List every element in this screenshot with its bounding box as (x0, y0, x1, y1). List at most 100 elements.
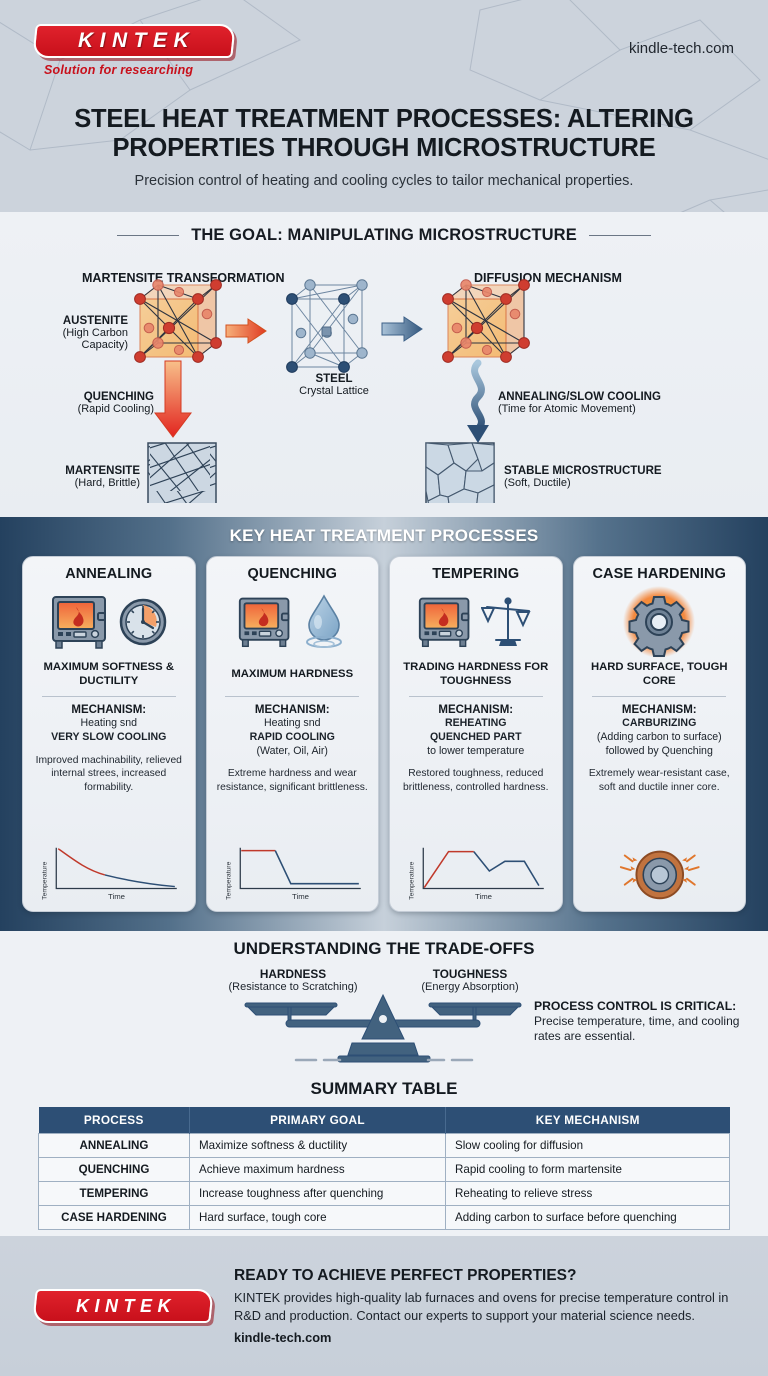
martensite-label: MARTENSITE (Hard, Brittle) (40, 465, 140, 489)
card-divider (225, 696, 360, 697)
card-goal: MAXIMUM HARDNESS (231, 667, 354, 680)
goal-section-header: THE GOAL: MANIPULATING MICROSTRUCTURE (30, 226, 738, 245)
card-description: Improved machinability, relieved interna… (35, 754, 182, 793)
mech-line-2: (Adding carbon to surface) (596, 730, 722, 743)
toughness-title: TOUGHNESS (432, 967, 508, 981)
footer-url[interactable]: kindle-tech.com (234, 1329, 332, 1345)
kintek-logo[interactable]: KINTEK Solution for researching (32, 24, 244, 77)
process-card-case-hardening[interactable]: CASE HARDENING (572, 556, 746, 912)
austenite-lattice-icon-right (442, 279, 530, 363)
col-key-mechanism: KEY MECHANISM (445, 1107, 730, 1134)
card-description: Restored toughness, reduced brittleness,… (403, 768, 549, 793)
steel-lattice-icon (286, 279, 368, 373)
quenching-arrow (154, 360, 192, 438)
clock-icon (119, 598, 166, 646)
mech-line-3: followed by Quenching (605, 744, 713, 757)
glowing-gear-icon (623, 586, 696, 658)
card-divider (408, 696, 543, 697)
furnace-icon (239, 597, 290, 648)
balance-scale-icon (480, 597, 531, 646)
header: KINTEK Solution for researching kindle-t… (0, 0, 768, 212)
process-card-annealing[interactable]: ANNEALING (22, 556, 196, 912)
tempering-cycle-chart: Temperature Time (409, 847, 544, 901)
water-drop-icon (306, 594, 343, 648)
hardness-label: HARDNESS (Resistance to Scratching) (198, 967, 388, 993)
chart-ylabel: Temperature (225, 861, 232, 899)
table-row: ANNEALING Maximize softness & ductility … (38, 1133, 730, 1158)
transform-arrow-hot (225, 318, 267, 344)
chart-ylabel: Temperature (409, 861, 416, 899)
tradeoffs-section: UNDERSTANDING THE TRADE-OFFS HARDNESS (R… (0, 931, 768, 1079)
card-goal: HARD SURFACE, TOUGH CORE (590, 660, 728, 687)
footer-logo-wordmark: KINTEK (75, 1295, 176, 1316)
tradeoffs-section-title: UNDERSTANDING THE TRADE-OFFS (233, 939, 535, 958)
card-title: QUENCHING (247, 566, 337, 582)
col-primary-goal: PRIMARY GOAL (189, 1107, 446, 1134)
cell-process: QUENCHING (38, 1157, 190, 1182)
mechanism-label: MECHANISM: (621, 704, 697, 716)
chart-ylabel: Temperature (42, 861, 49, 899)
cell-goal: Maximize softness & ductility (189, 1133, 446, 1158)
process-card-quenching[interactable]: QUENCHING (205, 556, 379, 912)
stable-microstructure-label: STABLE MICROSTRUCTURE (Soft, Ductile) (504, 465, 734, 489)
stable-microstructure-image (425, 442, 495, 503)
quenching-cooling-chart: Temperature Time (225, 847, 361, 901)
cell-mechanism: Reheating to relieve stress (445, 1181, 730, 1206)
austenite-sub: (High Carbon Capacity) (62, 327, 128, 351)
processes-section: KEY HEAT TREATMENT PROCESSES ANNEALING (0, 517, 768, 931)
mech-line-1: CARBURIZING (622, 717, 697, 729)
logo-badge: KINTEK (32, 24, 236, 58)
furnace-icon (418, 597, 470, 648)
page-subtitle: Precision control of heating and cooling… (134, 173, 634, 190)
table-header-row: PROCESS PRIMARY GOAL KEY MECHANISM (38, 1107, 730, 1134)
toughness-label: TOUGHNESS (Energy Absorption) (380, 967, 560, 993)
card-title: TEMPERING (432, 566, 520, 582)
cell-mechanism: Slow cooling for diffusion (445, 1133, 730, 1158)
mech-line-2: RAPID COOLING (249, 730, 335, 743)
mechanism-body: CARBURIZING (Adding carbon to surface) f… (597, 717, 722, 758)
process-cards: ANNEALING (0, 556, 768, 912)
mechanism-body: Heating snd VERY SLOW COOLING (51, 717, 166, 745)
quenching-sub: (Rapid Cooling) (77, 403, 154, 415)
mechanism-body: Heating snd RAPID COOLING (Water, Oil, A… (250, 717, 335, 758)
process-card-tempering[interactable]: TEMPERING (389, 556, 563, 912)
annealing-title: ANNEALING/SLOW COOLING (498, 391, 661, 403)
col-process: PROCESS (38, 1107, 190, 1134)
furnace-icon (51, 596, 106, 649)
transform-arrow-cold (381, 316, 423, 342)
card-icons (417, 585, 535, 659)
toughness-sub: (Energy Absorption) (421, 981, 519, 993)
header-site-url[interactable]: kindle-tech.com (628, 40, 734, 57)
card-title: ANNEALING (65, 566, 153, 582)
mech-line-3: (Water, Oil, Air) (256, 744, 328, 757)
table-row: CASE HARDENING Hard surface, tough core … (38, 1205, 730, 1230)
goal-section: THE GOAL: MANIPULATING MICROSTRUCTURE MA… (0, 212, 768, 517)
stable-title: STABLE MICROSTRUCTURE (504, 465, 662, 477)
process-control-note: PROCESS CONTROL IS CRITICAL: Precise tem… (534, 999, 759, 1045)
process-control-body: Precise temperature, time, and cooling r… (534, 1014, 740, 1044)
hardness-title: HARDNESS (259, 967, 327, 981)
card-title: CASE HARDENING (592, 566, 727, 582)
hardness-sub: (Resistance to Scratching) (228, 981, 358, 993)
mech-line-1: Heating snd (80, 717, 138, 729)
cell-goal: Increase toughness after quenching (189, 1181, 446, 1206)
stable-sub: (Soft, Ductile) (504, 477, 571, 489)
microstructure-diagram: MARTENSITE TRANSFORMATION DIFFUSION MECH… (30, 251, 738, 503)
footer-kintek-logo[interactable]: KINTEK (32, 1289, 214, 1323)
steel-title: STEEL (315, 373, 353, 385)
martensite-title: MARTENSITE (65, 465, 140, 477)
austenite-lattice-icon (134, 279, 222, 363)
chart-xlabel: Time (292, 892, 309, 901)
mechanism-label: MECHANISM: (254, 704, 330, 716)
cell-goal: Achieve maximum hardness (189, 1157, 446, 1182)
annealing-wiggle-arrow (467, 359, 489, 443)
cell-process: TEMPERING (38, 1181, 190, 1206)
tradeoff-scale: HARDNESS (Resistance to Scratching) TOUG… (0, 959, 768, 1077)
quenching-title: QUENCHING (83, 391, 154, 403)
quenching-label: QUENCHING (Rapid Cooling) (66, 391, 154, 415)
summary-section-title: SUMMARY TABLE (310, 1079, 458, 1098)
card-divider (592, 696, 727, 697)
mech-line-3: to lower temperature (427, 744, 525, 757)
table-row: TEMPERING Increase toughness after quenc… (38, 1181, 730, 1206)
